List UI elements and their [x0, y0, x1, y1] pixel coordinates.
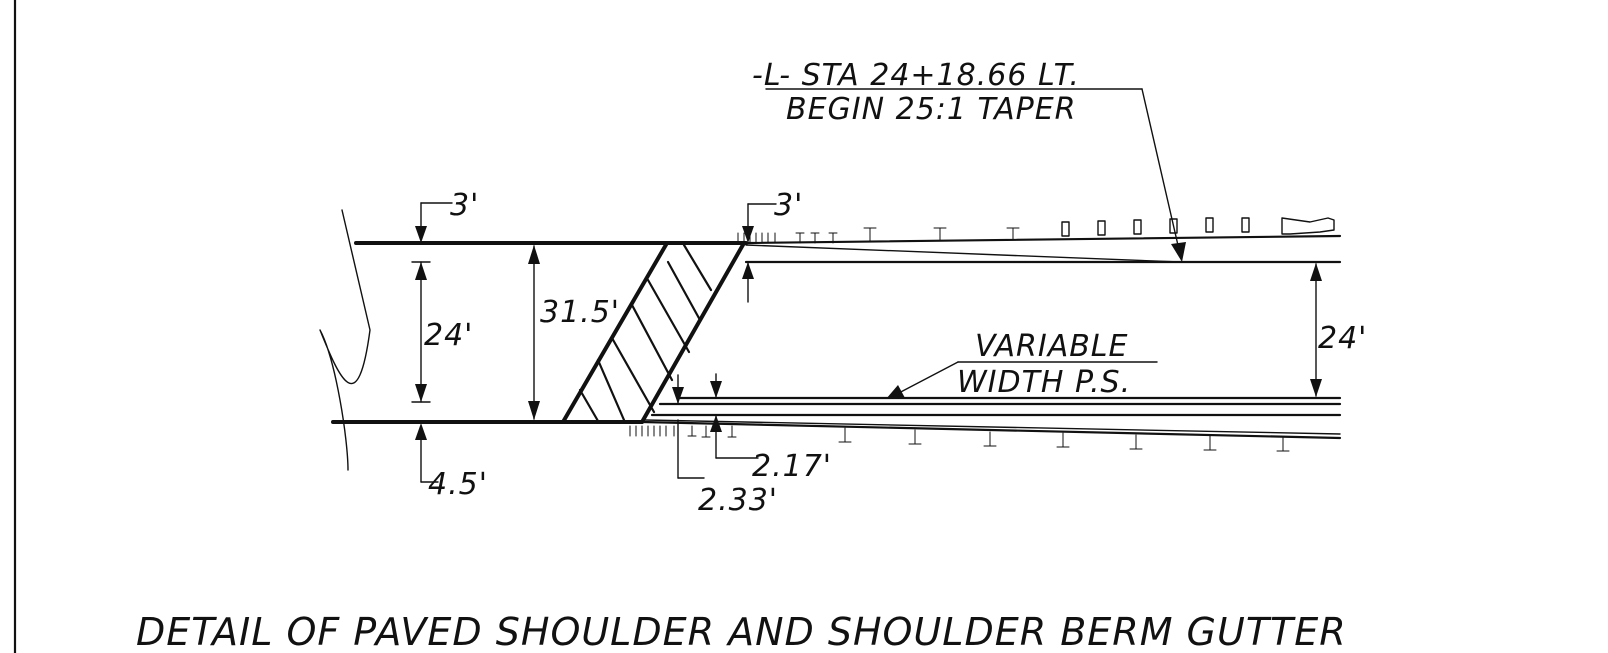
guardrail-posts [1061, 217, 1335, 237]
dim-top-left-offset: 3' [415, 188, 479, 243]
variable-width-callout: VARIABLE WIDTH P.S. [886, 329, 1158, 400]
label-variable-line1: VARIABLE [975, 329, 1128, 364]
taper-line [745, 244, 1181, 263]
label-variable-line2: WIDTH P.S. [957, 365, 1131, 400]
label-top-left-offset: 3' [450, 188, 479, 223]
dim-top-mid-offset: 3' [742, 188, 803, 303]
label-bottom-left-offset: 4.5' [428, 467, 488, 502]
station-callout: -L- STA 24+18.66 LT. BEGIN 25:1 TAPER [752, 58, 1186, 262]
bottom-ticks [629, 425, 1290, 452]
top-ticks [737, 227, 1020, 244]
label-top-mid-offset: 3' [774, 188, 803, 223]
dim-gutter: 2.17' 2.33' [672, 373, 832, 518]
label-left-lane-width: 24' [424, 318, 473, 353]
gutter-line-3 [644, 419, 1341, 435]
label-station-line1: -L- STA 24+18.66 LT. [752, 58, 1080, 93]
label-total-width: 31.5' [540, 295, 620, 330]
dim-total-width: 31.5' [528, 245, 620, 420]
dim-right-lane-width: 24' [1310, 263, 1367, 397]
break-line [319, 209, 371, 471]
label-gutter-inner: 2.17' [752, 449, 832, 484]
dim-left-lane-width: 24' [411, 261, 473, 403]
label-right-lane-width: 24' [1318, 321, 1367, 356]
shoulder-top-edge [744, 234, 1342, 245]
label-gutter-outer: 2.33' [698, 483, 778, 518]
dim-bottom-left-offset: 4.5' [415, 423, 488, 502]
detail-title: DETAIL OF PAVED SHOULDER AND SHOULDER BE… [136, 610, 1347, 653]
hatch-lines [578, 243, 713, 423]
label-station-line2: BEGIN 25:1 TAPER [786, 92, 1077, 127]
gutter-line-2 [640, 420, 1342, 440]
